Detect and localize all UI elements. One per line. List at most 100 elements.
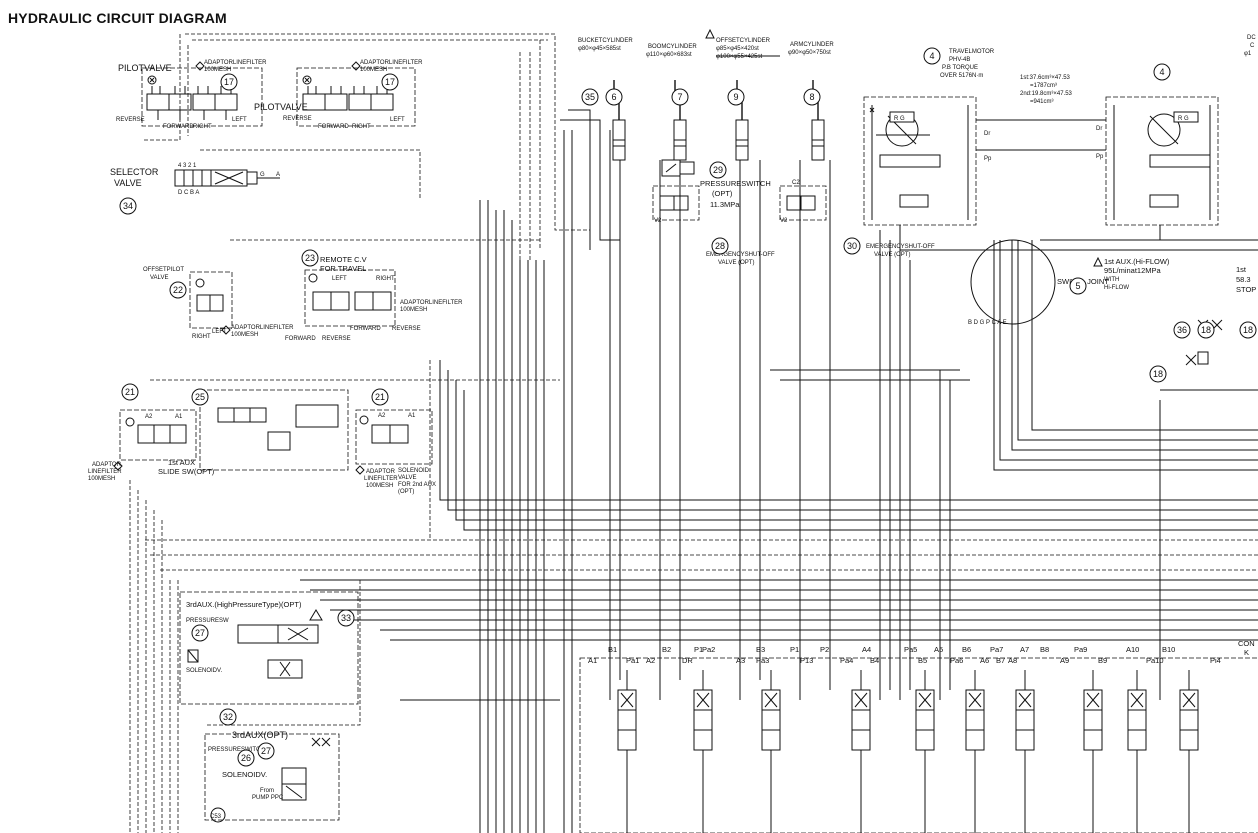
offset-cyl-dim-2: φ100×φ55×425st: [716, 54, 762, 60]
selector-ports-top: 4 3 2 1: [178, 163, 197, 169]
callout-number: 21: [375, 392, 385, 402]
port-label: Pi4: [1210, 656, 1221, 665]
arm-cyl-label: ARMCYLINDER: [790, 42, 834, 48]
remote-cv-label-1: REMOTE C.V: [320, 255, 367, 264]
port-label: A7: [1020, 645, 1029, 654]
port-label: B7: [996, 656, 1005, 665]
valve-spool-section: [761, 709, 781, 731]
callout-circle: [843, 237, 861, 255]
adaptor-filter-mesh: 100MESH: [204, 67, 231, 73]
valve-spool-line: [696, 670, 710, 833]
tank-ref: C53: [210, 814, 222, 820]
offset-cyl-label: OFFSETCYLINDER: [716, 38, 771, 44]
port-label: Pa4: [840, 656, 853, 665]
port-label: P2: [820, 645, 829, 654]
pilot-valve-label: PILOTVALVE: [118, 63, 172, 73]
dr-label-2: Dr: [1096, 126, 1102, 132]
adaptor-r-2: LINEFILTER: [364, 476, 398, 482]
aux3: 3rdAUX(OPT) PRESSURESWITCH SOLENOIDV. Fr…: [204, 730, 340, 823]
port-label: A6: [980, 656, 989, 665]
pressure-switch-value: 11.3MPa: [710, 200, 740, 209]
offset-cyl-dim: φ85×φ45×420st: [716, 46, 759, 52]
port-label: Pa10: [1146, 656, 1164, 665]
solenoid-v-1: SOLENOIDV.: [186, 668, 222, 674]
rg-label-2: R G: [1178, 116, 1189, 122]
port-label: B8: [1040, 645, 1049, 654]
port-label: A3: [736, 656, 745, 665]
callout-circle: [220, 73, 238, 91]
callout-circle: [1153, 63, 1171, 81]
callout-number: 9: [733, 92, 738, 102]
svg-text:A2: A2: [378, 413, 386, 419]
port-label: Pa1: [626, 656, 639, 665]
con-label-2: K: [1244, 648, 1249, 657]
control-valve-bank: CON K A1B1A2B2DRP1Pa1Pa2A3B3Pa3P1P13P2Pa…: [579, 639, 1258, 833]
callout-number: 26: [241, 753, 251, 763]
remote-cv-label-2: FOR TRAVEL: [320, 264, 366, 273]
aux3-hp-label: 3rdAUX.(HighPressureType)(OPT): [186, 600, 302, 609]
callout-circle: [119, 197, 137, 215]
callout-number: 22: [173, 285, 183, 295]
aux-hi-flow: 1st AUX.(Hi-FLOW) 95L/minat12MPa WITH Hi…: [1093, 256, 1256, 366]
svg-text:RIGHT: RIGHT: [376, 276, 395, 282]
port-label: A2: [646, 656, 655, 665]
selector-label-1: SELECTOR: [110, 167, 159, 177]
solenoid-2nd-1: SOLENOID: [398, 468, 430, 474]
offset-pilot-valve: OFFSETPILOT VALVE RIGHT LEFT ADAPTORLINE…: [143, 267, 294, 340]
aux-hi: Hi-FLOW: [1104, 285, 1129, 291]
port-labels: A1B1A2B2DRP1Pa1Pa2A3B3Pa3P1P13P2Pa4A4B4P…: [588, 645, 1221, 665]
port-label: A10: [1126, 645, 1139, 654]
port-label: P13: [800, 656, 813, 665]
callout-number: 28: [715, 241, 725, 251]
callout-number: 21: [125, 387, 135, 397]
pilot-left-2: LEFT: [390, 117, 405, 123]
valve-spool-line: [1086, 670, 1100, 833]
solenoid-2nd-4: (OPT): [398, 489, 414, 495]
pressure-switch: PRESSURESWITCH (OPT) 11.3MPa: [661, 159, 771, 209]
svg-text:A1: A1: [408, 413, 416, 419]
pilot-reverse: REVERSE: [116, 117, 145, 123]
valve-spool-line: [1130, 670, 1144, 833]
port-label: A5: [934, 645, 943, 654]
pilot-valve-label-2: PILOTVALVE: [254, 102, 308, 112]
valve-spool-section: [1127, 709, 1147, 731]
esv-label-2b: VALVE (OPT): [874, 252, 910, 258]
travel-motor-model: PHV-4B: [949, 57, 970, 63]
valve-spool-section: [761, 729, 781, 751]
pressure-sw-2: PRESSURESWITCH: [208, 747, 265, 753]
offset-pilot-label-2: VALVE: [150, 275, 168, 281]
pp-label-1: Pp: [984, 156, 992, 162]
selector-ports-bottom: D C B A: [178, 190, 199, 196]
remote-reverse: REVERSE: [322, 336, 351, 342]
valve-spool-line: [1018, 670, 1032, 833]
aux-slide-label: 1st AUX: [168, 458, 195, 467]
callout-circle: [121, 383, 139, 401]
adaptor-left-1: ADAPTOR: [92, 462, 122, 468]
right-top-1: DC: [1247, 35, 1256, 41]
callout-circle: [381, 73, 399, 91]
right-top-2: C: [1250, 43, 1255, 49]
port-label: Pa2: [702, 645, 715, 654]
aux-hi-flow-label: 1st AUX.(Hi-FLOW): [1104, 257, 1170, 266]
pilot-forward-2: FORWARD: [318, 124, 349, 130]
callout-circle: [371, 388, 389, 406]
valve-spool-section: [1083, 709, 1103, 731]
remote-forward: FORWARD: [285, 336, 316, 342]
callout-number: 6: [611, 92, 616, 102]
callout-number: 4: [1159, 67, 1164, 77]
boom-cylinder: BOOMCYLINDER φ110×φ60×683st: [646, 44, 697, 161]
esv-label-1: EMERGENCYSHUT-OFF: [706, 252, 775, 258]
valve-spool-section: [1179, 709, 1199, 731]
adaptor-filter-label-2: ADAPTORLINEFILTER: [360, 60, 423, 66]
aux-slide-label-2: SLIDE SW(OPT): [158, 467, 215, 476]
offset-right: RIGHT: [192, 334, 211, 340]
valve-spool-section: [1015, 709, 1035, 731]
callout-number: 27: [195, 628, 205, 638]
swivel-joint: SWIVEL JOINT B D G P C A E: [968, 239, 1109, 326]
port-label: Pa3: [756, 656, 769, 665]
port-label: Pa9: [1074, 645, 1087, 654]
valve-spool-line: [854, 670, 868, 833]
callout-number: 29: [713, 165, 723, 175]
callout-circle: [169, 281, 187, 299]
